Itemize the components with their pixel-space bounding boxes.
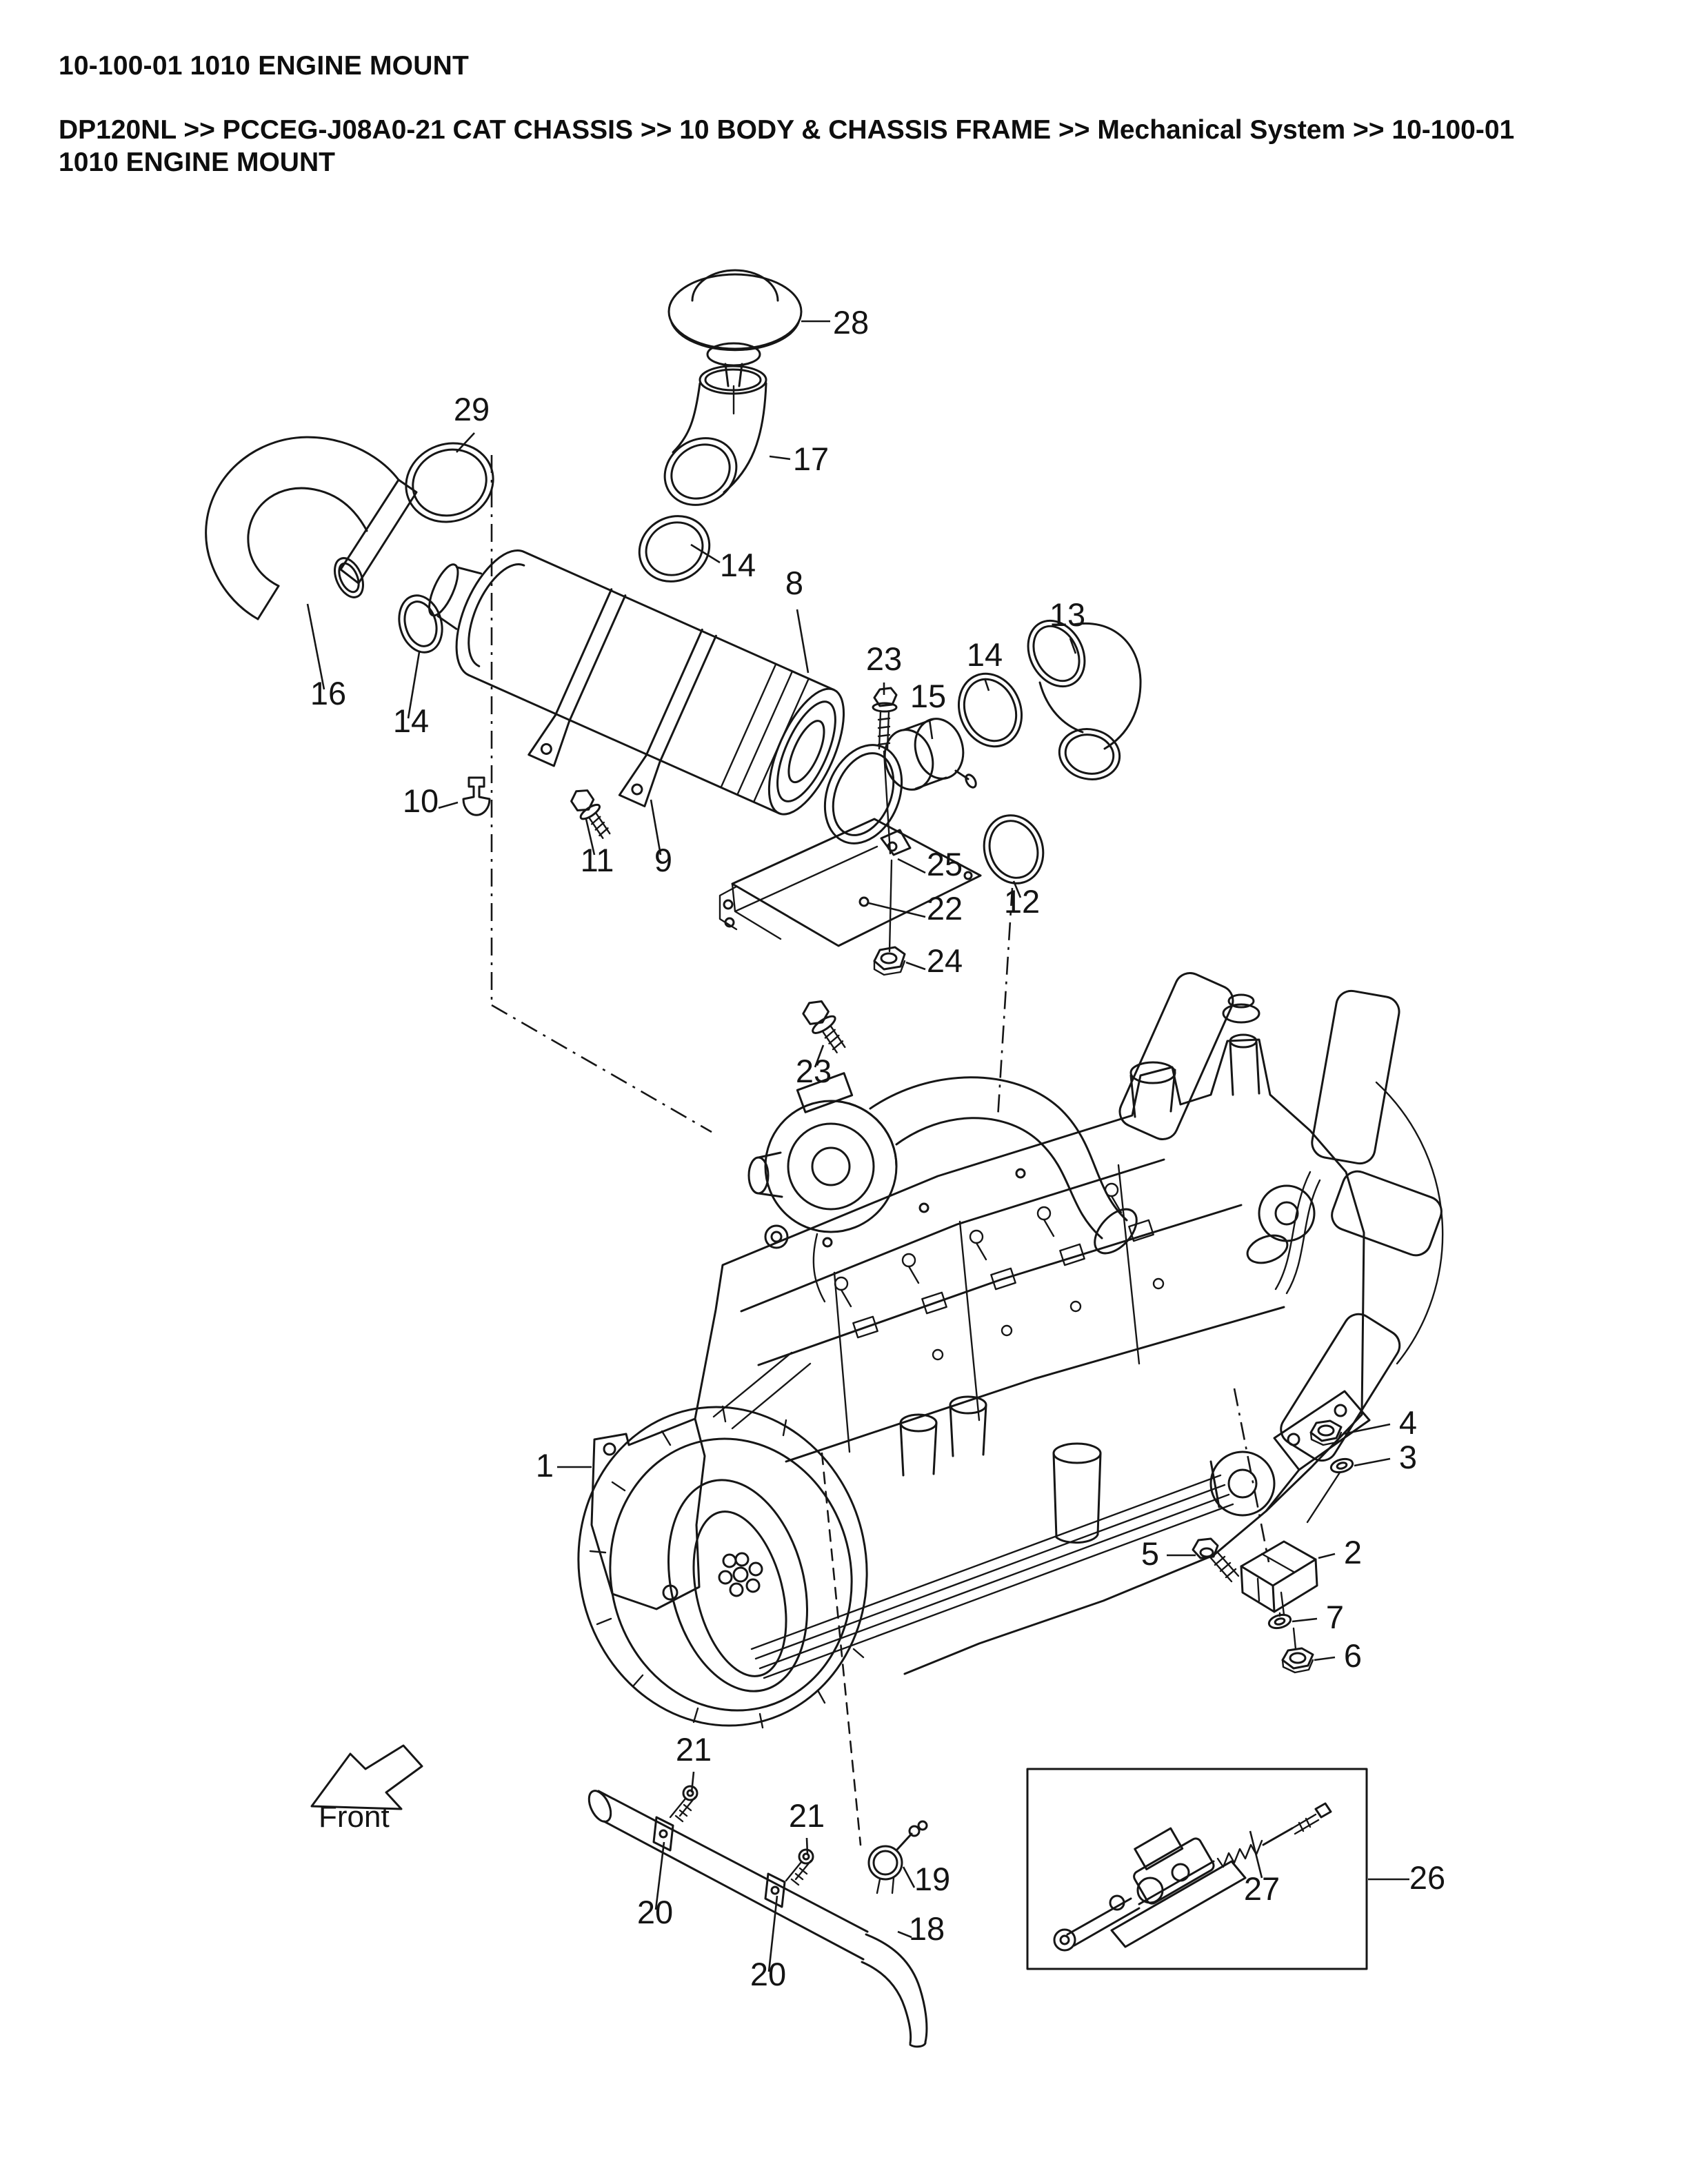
drain-plug-part-10 xyxy=(462,776,491,816)
rain-cap-part-28 xyxy=(667,269,803,415)
leader-lines xyxy=(306,320,1409,1972)
callout-12: 12 xyxy=(1004,883,1040,920)
callout-14-b: 14 xyxy=(393,702,429,739)
callout-13: 13 xyxy=(1049,596,1085,633)
callout-18: 18 xyxy=(909,1910,945,1947)
sleeve-part-15 xyxy=(883,718,977,791)
flywheel-drawing xyxy=(577,1405,868,1729)
callout-26: 26 xyxy=(1409,1859,1445,1896)
front-direction-arrow xyxy=(310,1744,423,1810)
callout-10: 10 xyxy=(403,782,439,819)
air-cleaner-canister-part-8 xyxy=(428,549,845,816)
callout-1: 1 xyxy=(536,1447,554,1484)
callout-14-c: 14 xyxy=(967,636,1003,673)
hose-part-18 xyxy=(861,1933,928,2048)
throttle-cable-drawing xyxy=(1053,1802,1332,1952)
elbow-hose-part-13 xyxy=(1027,619,1142,780)
callout-22: 22 xyxy=(927,890,963,927)
cooling-fan-drawing xyxy=(1118,972,1444,1462)
callout-16: 16 xyxy=(310,675,346,711)
engine-drawing xyxy=(577,972,1444,1846)
callout-25: 25 xyxy=(927,846,963,882)
callout-4: 4 xyxy=(1399,1404,1417,1441)
callout-28: 28 xyxy=(833,304,869,341)
inset-box-frame xyxy=(1026,1768,1368,1970)
construction-lines xyxy=(490,455,1270,1563)
hose-ring-part-14c xyxy=(957,672,1023,748)
hose-clamp-part-19 xyxy=(867,1820,928,1894)
callout-5: 5 xyxy=(1141,1535,1159,1572)
callout-6: 6 xyxy=(1344,1637,1362,1674)
callout-24: 24 xyxy=(927,942,963,979)
callout-23-b: 23 xyxy=(796,1053,832,1089)
callout-8: 8 xyxy=(785,565,803,601)
screw-part-21b xyxy=(785,1848,814,1886)
callout-27: 27 xyxy=(1244,1870,1280,1907)
bolt-part-5 xyxy=(1192,1537,1240,1583)
intake-pipe-part-16 xyxy=(205,436,418,620)
callout-14-a: 14 xyxy=(720,547,756,583)
washer-part-7 xyxy=(1267,1613,1292,1630)
elbow-hose-part-17 xyxy=(663,365,767,506)
bolt-part-23a xyxy=(872,687,898,750)
front-label: Front xyxy=(319,1800,390,1834)
hose-ring-part-14a xyxy=(638,515,711,583)
air-cleaner-assembly-drawing xyxy=(205,269,1142,1053)
bolt-part-23b xyxy=(802,1000,846,1053)
mount-hardware-drawing xyxy=(1192,1419,1354,1674)
callout-labels: 28 29 17 14 8 16 14 23 15 14 13 10 11 9 … xyxy=(310,304,1445,1992)
callout-15: 15 xyxy=(910,678,946,714)
engine-mount-part-2 xyxy=(1240,1540,1318,1617)
callout-20-b: 20 xyxy=(750,1956,786,1992)
fuel-pipe-assembly-drawing xyxy=(587,1785,928,2048)
callout-23-a: 23 xyxy=(866,640,902,677)
callout-11: 11 xyxy=(581,842,614,878)
nut-part-24 xyxy=(873,946,906,976)
callout-20-a: 20 xyxy=(637,1894,673,1930)
seal-ring-part-12 xyxy=(983,814,1045,884)
clamp-part-25 xyxy=(823,744,912,856)
engine-mount-bracket-drawing xyxy=(590,1351,812,1610)
callout-29: 29 xyxy=(454,391,490,427)
nut-part-4 xyxy=(1309,1419,1343,1446)
seal-ring-part-29 xyxy=(405,442,494,523)
right-mount-bracket-drawing xyxy=(1265,1390,1371,1513)
callout-21-b: 21 xyxy=(789,1797,825,1834)
bracket-plate-part-22 xyxy=(719,818,982,947)
callout-2: 2 xyxy=(1344,1534,1362,1570)
breadcrumb: DP120NL >> PCCEG-J08A0-21 CAT CHASSIS >>… xyxy=(59,115,1515,177)
callout-19: 19 xyxy=(914,1861,950,1897)
pipe-clamp-tab-a xyxy=(652,1816,674,1852)
screw-part-21a xyxy=(669,1785,699,1823)
washer-part-3 xyxy=(1306,1457,1354,1524)
callout-3: 3 xyxy=(1399,1439,1417,1475)
pump-filter-starter-details xyxy=(899,1171,1321,1544)
cable-inset-box xyxy=(1026,1768,1368,1970)
callout-17: 17 xyxy=(793,441,829,477)
hose-ring-part-14b xyxy=(398,594,443,654)
turbocharger-drawing xyxy=(747,1072,898,1303)
callout-9: 9 xyxy=(654,842,672,878)
nut-part-6 xyxy=(1281,1647,1314,1674)
injector-details xyxy=(834,1182,1165,1361)
page-title: 10-100-01 1010 ENGINE MOUNT xyxy=(59,51,469,81)
pipe-clamp-tab-b xyxy=(764,1872,786,1908)
bolt-part-11 xyxy=(570,789,611,839)
callout-7: 7 xyxy=(1326,1599,1344,1635)
callout-21-a: 21 xyxy=(676,1731,712,1768)
